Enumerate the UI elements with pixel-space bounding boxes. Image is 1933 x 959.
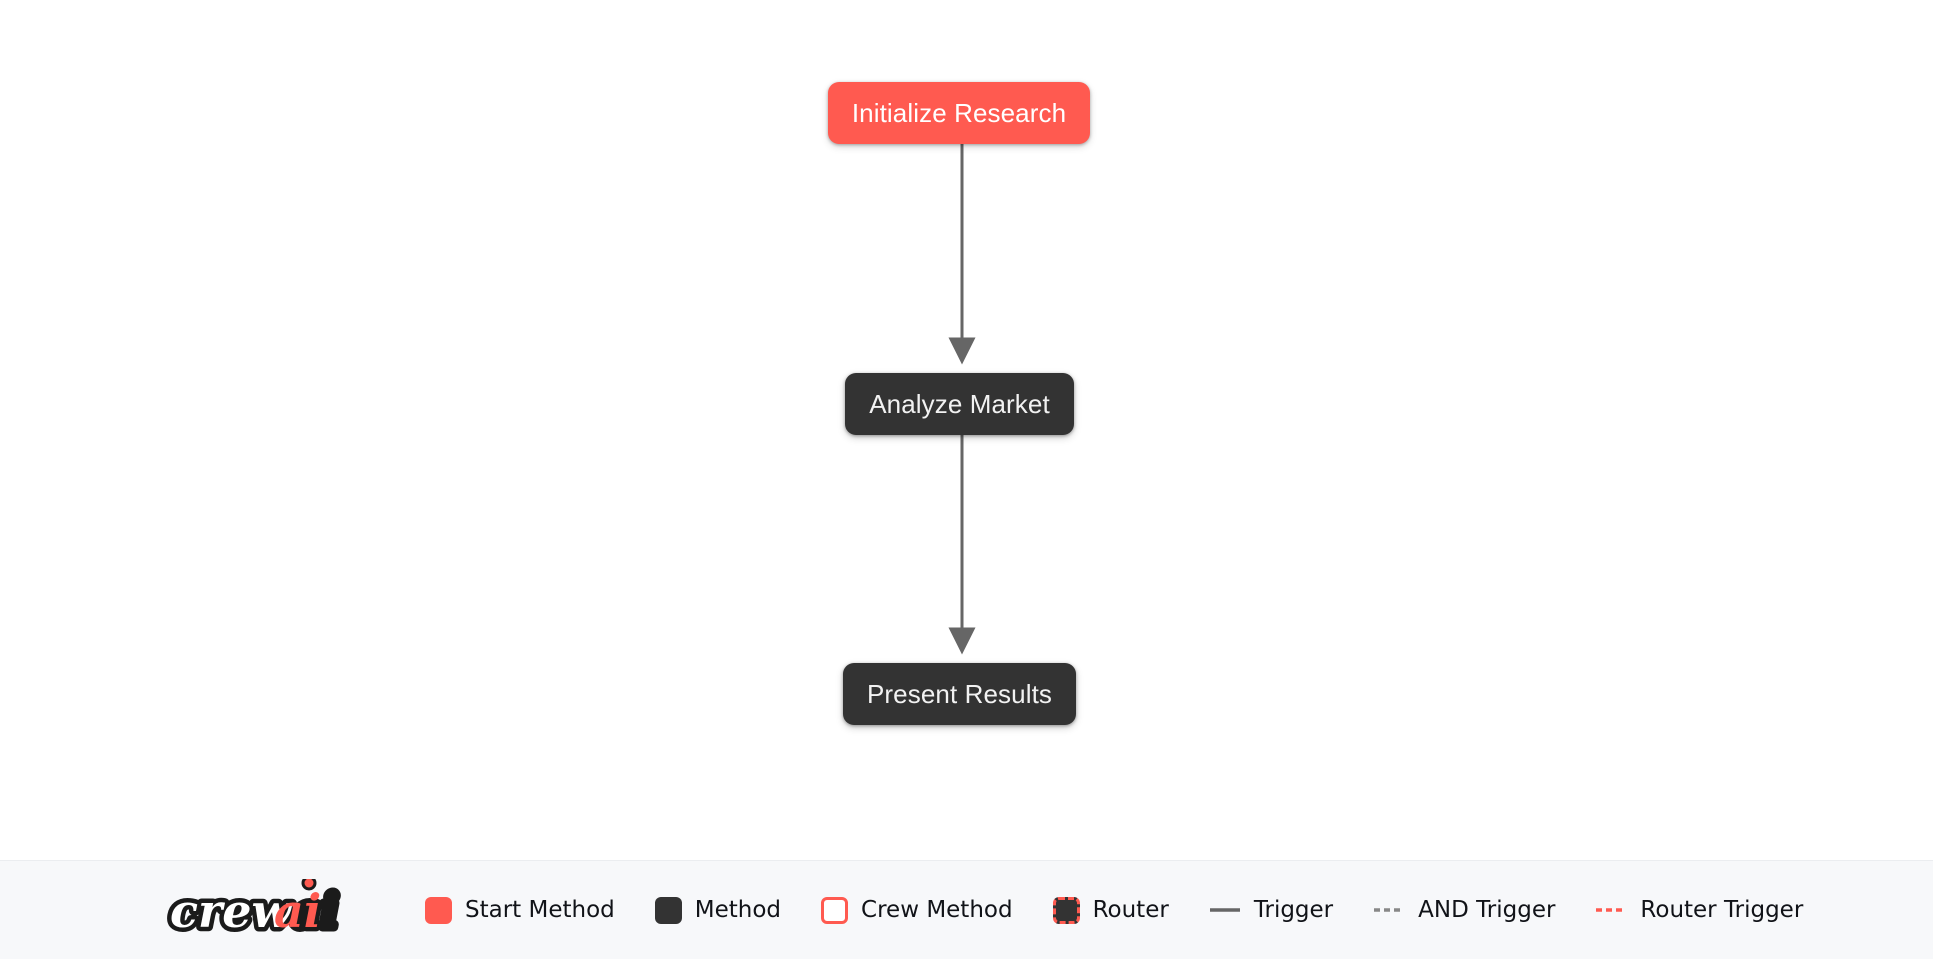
legend-item-and-trigger: AND Trigger bbox=[1373, 896, 1556, 923]
legend-label: Start Method bbox=[465, 896, 615, 923]
legend-item-router-trigger: Router Trigger bbox=[1595, 896, 1804, 923]
legend-bar: crewai crew ai Start Method Method Crew … bbox=[0, 860, 1933, 959]
and-trigger-line-icon bbox=[1374, 908, 1405, 912]
svg-text:crew: crew bbox=[170, 884, 293, 938]
legend-label: Trigger bbox=[1253, 896, 1334, 923]
flow-node-label: Present Results bbox=[866, 679, 1053, 709]
crew-method-swatch-icon bbox=[821, 896, 849, 924]
flow-node-present-results[interactable]: Present Results bbox=[843, 663, 1076, 725]
trigger-line-icon bbox=[1209, 908, 1240, 912]
flow-node-label: Initialize Research bbox=[851, 98, 1067, 128]
crewai-logo: crewai crew ai bbox=[166, 879, 343, 941]
method-swatch-icon bbox=[654, 896, 682, 924]
flow-node-label: Analyze Market bbox=[869, 389, 1050, 419]
router-trigger-line-icon bbox=[1596, 908, 1627, 912]
legend-label: Router Trigger bbox=[1640, 896, 1804, 923]
flow-node-initialize-research[interactable]: Initialize Research bbox=[828, 82, 1090, 144]
legend-label: Method bbox=[694, 896, 782, 923]
flow-node-analyze-market[interactable]: Analyze Market bbox=[845, 373, 1074, 435]
svg-text:crewai: crewai bbox=[170, 884, 338, 938]
legend-label: AND Trigger bbox=[1418, 896, 1556, 923]
svg-text:ai: ai bbox=[274, 884, 321, 938]
flow-canvas[interactable]: Initialize Research Analyze Market Prese… bbox=[0, 0, 1933, 860]
start-method-swatch-icon bbox=[425, 896, 452, 924]
legend-item-crew-method: Crew Method bbox=[821, 896, 1013, 924]
legend-item-method: Method bbox=[654, 896, 782, 924]
legend-label: Router bbox=[1092, 896, 1169, 923]
legend-item-start-method: Start Method bbox=[425, 896, 615, 924]
legend-label: Crew Method bbox=[861, 896, 1013, 923]
router-swatch-icon bbox=[1052, 896, 1080, 924]
legend-item-trigger: Trigger bbox=[1209, 896, 1334, 923]
legend-item-router: Router bbox=[1052, 896, 1169, 924]
